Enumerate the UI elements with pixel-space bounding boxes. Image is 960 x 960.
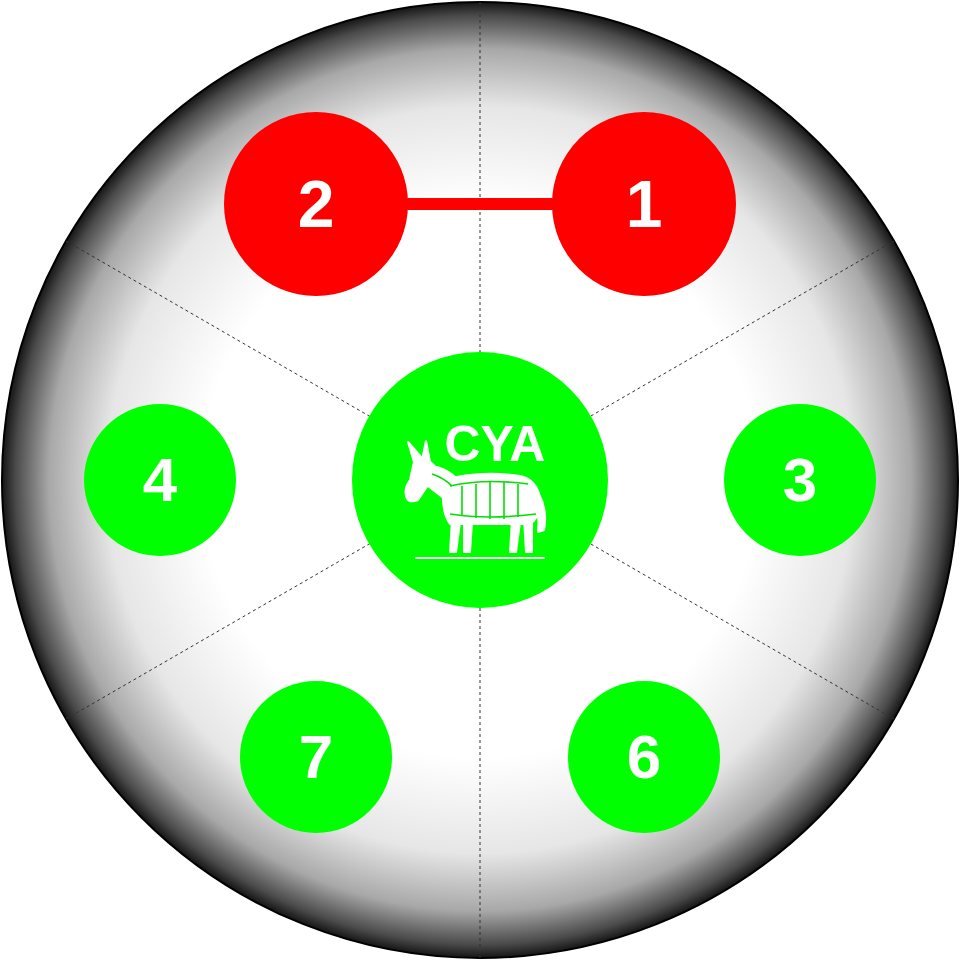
circle-fill <box>240 681 392 833</box>
circle-fill <box>552 112 736 296</box>
link-bar <box>404 198 556 210</box>
node-number: 3 <box>783 449 817 511</box>
circle-node: 7 <box>240 681 392 833</box>
circle-fill <box>352 352 608 608</box>
circle-fill <box>224 112 408 296</box>
circle-fill <box>84 404 236 556</box>
node-number: 7 <box>299 726 333 788</box>
circle-node: CYA <box>352 352 608 608</box>
node-number: 2 <box>298 171 335 237</box>
circle-node: 1 <box>552 112 736 296</box>
node-number: 4 <box>143 449 177 511</box>
circle-node: 2 <box>224 112 408 296</box>
hub-label: CYA <box>445 419 546 469</box>
circle-fill <box>568 681 720 833</box>
node-number: 6 <box>627 726 661 788</box>
circle-node: 6 <box>568 681 720 833</box>
circle-fill <box>724 404 876 556</box>
circle-node: 3 <box>724 404 876 556</box>
node-number: 1 <box>626 171 663 237</box>
circle-shape <box>352 352 608 608</box>
circle-node: 4 <box>84 404 236 556</box>
